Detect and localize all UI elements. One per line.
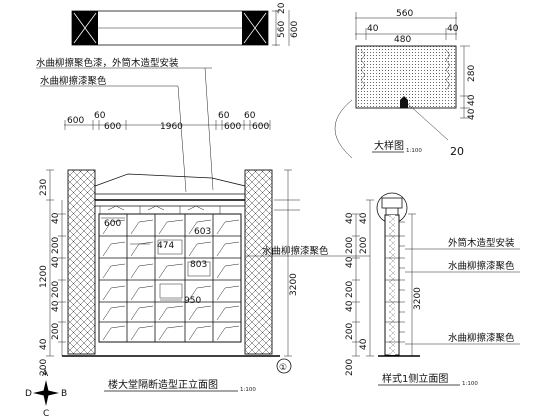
- section-dim-40-b: 40: [467, 108, 477, 120]
- inner-dim-600: 600: [104, 219, 121, 229]
- section-dim-480: 480: [394, 35, 411, 45]
- side-elevation: 40 200 40 200 40 200 40 200 40 200 3200 …: [345, 192, 520, 387]
- section-dim-280: 280: [467, 65, 477, 82]
- inner-dim-474: 474: [157, 241, 174, 251]
- shelf-frame: [98, 213, 242, 343]
- front-scale: 1:100: [240, 387, 256, 393]
- note-mid: 水曲柳擦漆聚色: [40, 75, 107, 87]
- compass-label-b: B: [61, 389, 67, 399]
- compass-label-d: D: [25, 389, 32, 399]
- front-top-dim-600-a: 600: [67, 116, 84, 126]
- compass-label-c: C: [43, 409, 49, 419]
- top-view-dim-20: 20: [277, 2, 287, 14]
- front-top-dim-60-b: 60: [218, 111, 230, 121]
- side-scale: 1:100: [462, 381, 478, 387]
- section-body: [355, 45, 457, 109]
- right-column: [244, 169, 273, 355]
- front-elevation: 600 60 600 1960 60 600 60 600 水曲柳擦聚色漆，外筒…: [36, 57, 300, 393]
- side-dim-3200: 3200: [413, 287, 423, 310]
- left-dim-1200: 1200: [39, 265, 49, 288]
- section-dim-40-right: 40: [447, 24, 459, 34]
- section-dim-40-left: 40: [367, 24, 379, 34]
- shelf-slants: [102, 219, 240, 341]
- front-top-dim-600-b: 600: [104, 122, 121, 132]
- front-title: 楼大堂隔断造型正立面图: [108, 378, 218, 391]
- left-dim-200-b: 200: [51, 281, 61, 298]
- front-top-dim-60-a: 60: [94, 111, 106, 121]
- front-top-dim-60-c: 60: [244, 111, 256, 121]
- side-dim-200-d: 200: [359, 237, 369, 254]
- side-dim-200-a: 200: [345, 237, 355, 254]
- front-top-dim-600-c: 600: [224, 122, 241, 132]
- front-top-dim-600-d: 600: [252, 122, 269, 132]
- side-label-2: 外筒木造型安装: [448, 237, 515, 249]
- compass-icon: A B C D: [25, 369, 67, 419]
- inner-dim-950: 950: [184, 296, 201, 306]
- inner-dim-603: 603: [194, 227, 211, 237]
- side-dim-40-c: 40: [345, 300, 355, 312]
- left-column: [67, 169, 96, 355]
- side-dim-40-e: 40: [359, 338, 369, 350]
- left-dim-230: 230: [39, 179, 49, 196]
- side-dim-40-b: 40: [345, 256, 355, 268]
- side-dim-200-b: 200: [345, 281, 355, 298]
- left-dim-40-a: 40: [51, 212, 61, 224]
- left-dim-40-c: 40: [51, 300, 61, 312]
- side-label-4: 水曲柳擦漆聚色: [448, 332, 515, 344]
- inner-dim-803: 803: [190, 260, 207, 270]
- side-label-3: 水曲柳擦漆聚色: [448, 260, 515, 272]
- top-header: [94, 173, 246, 195]
- side-dim-200-e: 200: [345, 359, 355, 376]
- front-marker-circle: [276, 358, 292, 374]
- top-view: 560 20 600: [71, 2, 300, 46]
- top-view-dim-560: 560: [277, 21, 287, 38]
- note-top: 水曲柳擦聚色漆，外筒木造型安装: [36, 57, 179, 69]
- left-dim-200-a: 200: [51, 237, 61, 254]
- side-dim-40-a: 40: [345, 212, 355, 224]
- left-dim-200-d: 200: [39, 359, 49, 376]
- compass-label-a: A: [42, 369, 49, 379]
- side-title: 样式1侧立面图: [382, 372, 448, 385]
- side-dim-40-d: 40: [359, 212, 369, 224]
- section-dim-560: 560: [396, 9, 413, 19]
- left-dim-200-c: 200: [51, 323, 61, 340]
- top-view-dim-600: 600: [290, 21, 300, 38]
- left-dim-40-d: 40: [39, 338, 49, 350]
- left-dim-40-b: 40: [51, 256, 61, 268]
- section-callout-number: 20: [450, 145, 464, 158]
- front-marker: ①: [279, 363, 287, 373]
- section-dim-40-a: 40: [467, 94, 477, 106]
- side-dim-200-c: 200: [345, 323, 355, 340]
- section-title: 大样图: [374, 139, 404, 152]
- right-dim-3200: 3200: [289, 273, 299, 296]
- mid-label: 水曲柳擦漆聚色: [262, 245, 329, 257]
- front-top-dim-1960: 1960: [160, 122, 183, 132]
- section-view: 560 40 480 40 280 40 40 20 大样图 1:100: [334, 9, 477, 159]
- section-scale: 1:100: [406, 148, 422, 154]
